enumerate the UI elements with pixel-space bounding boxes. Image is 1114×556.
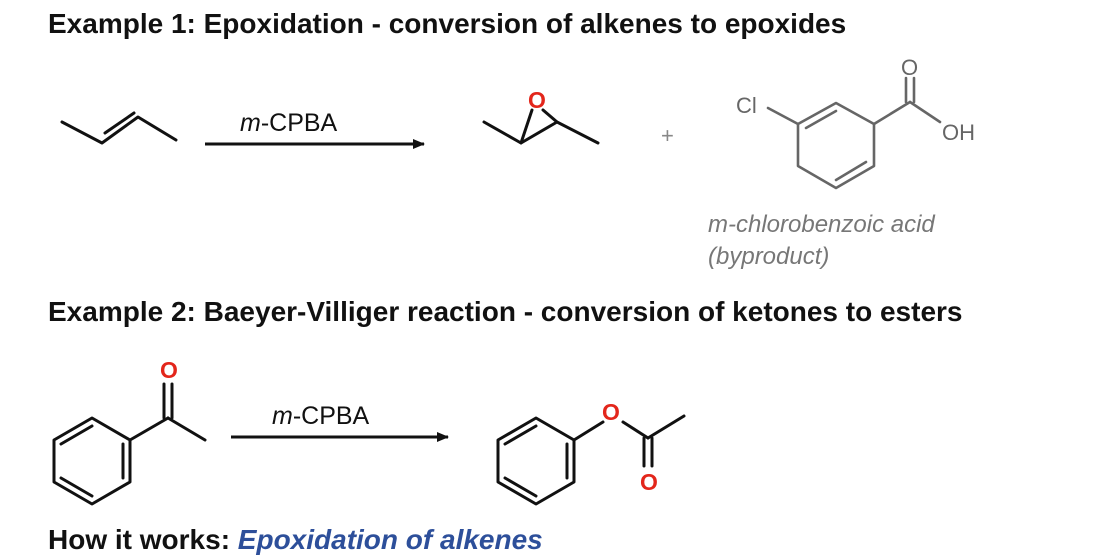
alkene-molecule: [60, 111, 178, 145]
phenyl-acetate-molecule: O O: [496, 399, 686, 506]
acetophenone-molecule: O: [52, 357, 207, 506]
reagent-label-1: m-CPBA: [240, 109, 338, 137]
ester-carbonyl-oxygen: O: [640, 469, 658, 495]
byproduct-note: (byproduct): [708, 243, 829, 270]
m-chlorobenzoic-acid-molecule: Cl O OH: [736, 55, 975, 190]
example-1-heading: Example 1: Epoxidation - conversion of a…: [48, 8, 847, 39]
example-2-heading: Example 2: Baeyer-Villiger reaction - co…: [48, 296, 963, 327]
epoxide-molecule: O: [482, 87, 600, 145]
plus-sign: +: [661, 123, 674, 148]
acid-carbonyl-oxygen: O: [901, 55, 918, 80]
byproduct-name: m-chlorobenzoic acid: [708, 211, 935, 238]
reaction-arrow-2: m-CPBA: [231, 402, 449, 442]
ester-oxygen: O: [602, 399, 620, 425]
epoxide-oxygen: O: [528, 87, 546, 113]
reaction-schemes: m-CPBA O + Cl O OH m-chlorobenzoic acid …: [52, 55, 975, 506]
reaction-arrow-1: m-CPBA: [205, 109, 425, 149]
reagent-label-2: m-CPBA: [272, 402, 370, 430]
hydroxyl-label: OH: [942, 120, 975, 145]
chlorine-label: Cl: [736, 93, 757, 118]
ketone-oxygen: O: [160, 357, 178, 383]
